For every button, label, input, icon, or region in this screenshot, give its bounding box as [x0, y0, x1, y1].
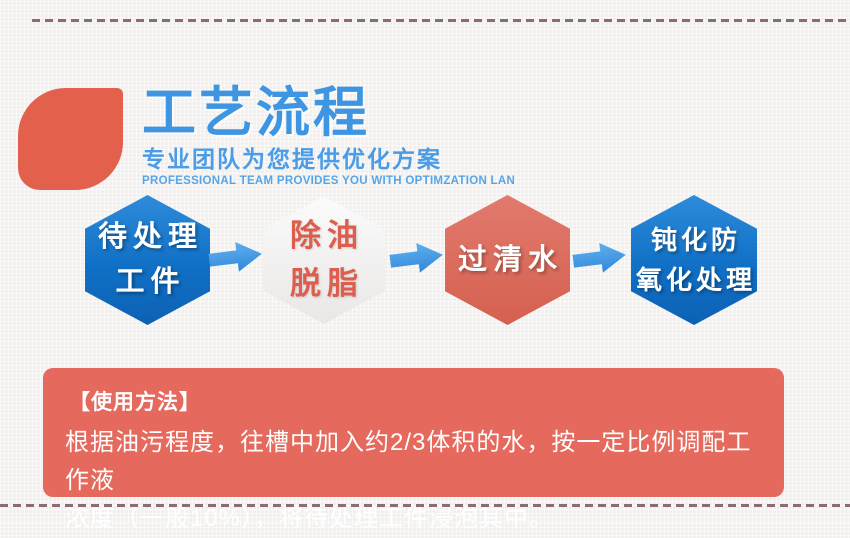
step-label-line: 氧化处理 — [635, 265, 756, 295]
arrow-right-icon — [571, 238, 628, 278]
process-step-pending-workpiece: 待处理 工件 — [85, 195, 210, 325]
process-step-degreasing: 除油 脱脂 — [263, 196, 385, 324]
page-subtitle: 专业团队为您提供优化方案 — [142, 146, 442, 173]
header: 工艺流程 专业团队为您提供优化方案 PROFESSIONAL TEAM PROV… — [142, 83, 516, 188]
top-dashed-divider — [32, 19, 850, 22]
usage-instructions-panel: 【使用方法】 根据油污程度，往槽中加入约2/3体积的水，按一定比例调配工作液 浓… — [43, 368, 784, 532]
header-accent-shape — [18, 88, 123, 190]
arrow-right-icon — [388, 238, 445, 278]
step-label-line: 工件 — [115, 266, 186, 298]
page-title: 工艺流程 — [142, 83, 370, 143]
step-label-line: 待处理 — [97, 221, 203, 254]
step-label-line: 除油 — [290, 217, 364, 253]
page-subtitle-english: PROFESSIONAL TEAM PROVIDES YOU WITH OPTI… — [142, 175, 516, 188]
arrow-right-icon — [207, 237, 264, 277]
process-step-water-rinse: 过清水 — [445, 195, 570, 325]
step-label-line: 过清水 — [457, 243, 563, 276]
bottom-dashed-divider — [0, 504, 850, 507]
usage-body-line: 根据油污程度，往槽中加入约2/3体积的水，按一定比例调配工作液 — [65, 429, 752, 494]
process-step-passivation: 钝化防 氧化处理 — [631, 195, 757, 325]
step-label-line: 钝化防 — [650, 224, 741, 255]
step-label-line: 脱脂 — [290, 266, 364, 301]
usage-heading: 【使用方法】 — [69, 391, 201, 414]
